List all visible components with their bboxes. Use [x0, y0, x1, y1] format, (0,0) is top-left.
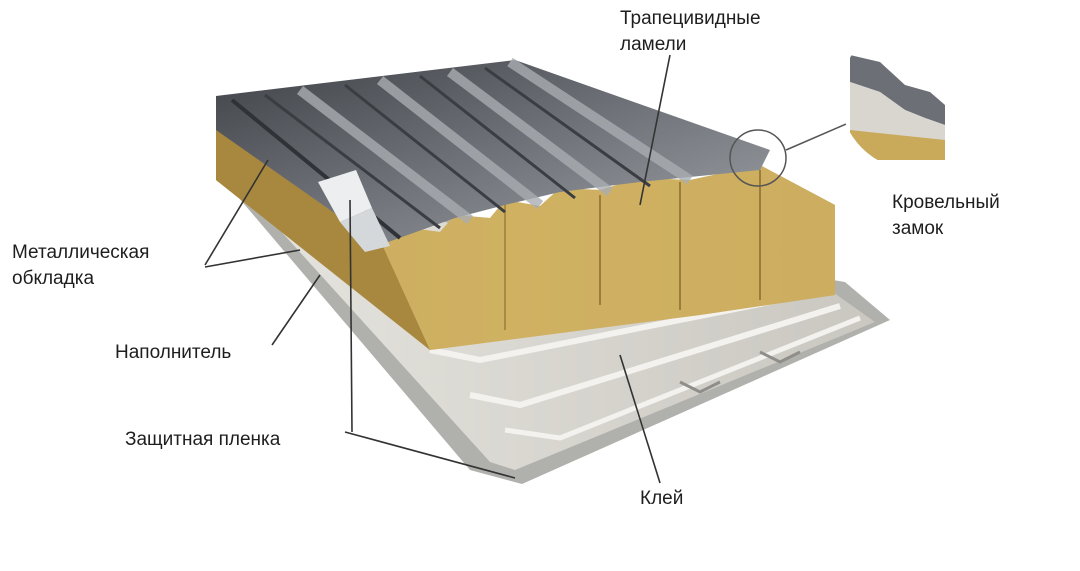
leader-metal-bottom	[204, 249, 301, 268]
label-glue: Клей	[640, 488, 684, 509]
leader-filler	[271, 274, 321, 346]
roof-lock-zoom	[729, 20, 990, 187]
label-roof-lock: Кровельный замок	[892, 192, 1000, 239]
leader-lines	[204, 54, 671, 484]
label-protective-film: Защитная пленка	[125, 429, 281, 450]
leader-trapezoid	[639, 54, 671, 206]
wool-filler-core	[216, 118, 835, 350]
leader-metal-top	[204, 159, 269, 266]
top-metal-sheet	[216, 57, 770, 252]
leader-glue	[619, 354, 661, 484]
label-metal-cladding: Металлическая обкладка	[12, 242, 150, 289]
label-trapezoid-lamellae: Трапецивидные ламели	[620, 8, 761, 55]
leader-film-a	[344, 431, 516, 479]
label-filler: Наполнитель	[115, 342, 232, 363]
leader-film-b	[349, 199, 353, 433]
